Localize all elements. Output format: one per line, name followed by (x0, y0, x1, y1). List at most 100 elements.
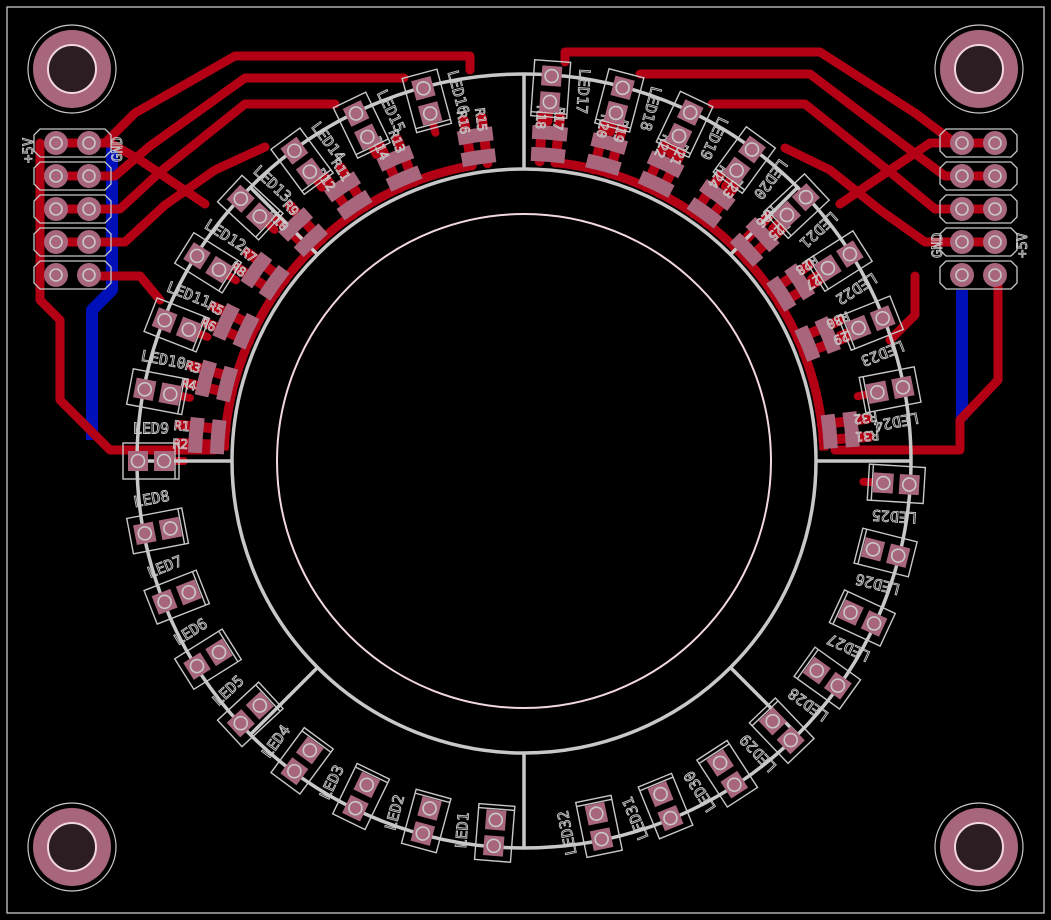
led-outline (712, 125, 777, 195)
header-row (939, 227, 1018, 257)
header-pin-pad (77, 197, 101, 221)
led-pad-hole (287, 763, 302, 779)
led-pad (589, 827, 614, 851)
header-row (33, 194, 112, 224)
header-row (939, 128, 1018, 158)
led-pad (133, 521, 157, 546)
header-pin-hole (988, 136, 1002, 150)
resistor-pad (460, 150, 481, 168)
header-pin-pad (77, 131, 101, 155)
led-pad (584, 801, 609, 826)
header-pin-pad (77, 230, 101, 254)
led-footprint: LED24 (858, 365, 922, 435)
led-pad-hole (615, 80, 630, 96)
header-pin-hole (988, 169, 1002, 183)
header-pin-pad (44, 164, 68, 188)
led-outline (216, 174, 285, 241)
resistor-pad (793, 277, 816, 301)
resistor-pad (600, 157, 622, 176)
arc-bus-left (219, 161, 473, 451)
led-pad-hole (663, 810, 678, 826)
led-pad (791, 183, 821, 212)
led-pad (720, 770, 749, 799)
led-pad-hole (843, 605, 858, 620)
led-pad-hole (779, 207, 795, 223)
resistor-pad (546, 147, 566, 164)
header-row (939, 161, 1018, 191)
inner-ring-outline (276, 213, 772, 709)
led-polarity-mark (639, 776, 674, 792)
top-trace (53, 142, 270, 247)
led-pad (665, 122, 693, 150)
led-pad-hole (544, 68, 559, 84)
header-pin-hole (82, 202, 96, 216)
led-polarity-mark (857, 528, 868, 565)
resistor-pad (757, 229, 780, 253)
led-footprint: LED17 (529, 59, 594, 119)
led-pad-hole (211, 262, 227, 278)
led-polarity-mark (301, 730, 332, 753)
resistor-footprint: R30 (794, 307, 852, 348)
header-pin-hole (82, 268, 96, 282)
led-pad-hole (137, 381, 153, 397)
led-polarity-mark (255, 684, 281, 712)
led-pad (647, 781, 674, 808)
led-pad (860, 610, 888, 637)
resistor-pad (293, 234, 317, 258)
resistor-footprint: R16 (452, 109, 481, 168)
led-outline (695, 739, 759, 809)
led-polarity-mark (191, 316, 207, 351)
resistor-pad (210, 419, 227, 439)
header-outline (33, 260, 112, 290)
resistor-pad (794, 325, 815, 348)
led-pad-hole (842, 246, 858, 262)
led-pad (540, 65, 563, 87)
led-pad-hole (302, 743, 318, 758)
bottom-copper-layer (86, 143, 968, 440)
resistor-pad (376, 151, 399, 172)
header-pin-hole (49, 268, 63, 282)
led-polarity-mark (840, 314, 856, 349)
top-trace (835, 138, 967, 209)
led-outline (400, 788, 452, 854)
led-outline (173, 628, 243, 691)
led-pad (872, 472, 894, 494)
led-outline (574, 794, 624, 859)
header-row (33, 128, 112, 158)
led-outline (837, 295, 905, 352)
led-pad-hole (181, 585, 197, 600)
led-pad-hole (156, 453, 172, 469)
resistor-pad (698, 178, 722, 201)
ring-divider-bottom-left (248, 665, 320, 737)
resistor-label: R6 (198, 316, 218, 336)
led-pad-hole (653, 786, 668, 802)
led-outline (655, 90, 714, 159)
header-pin-pad (950, 263, 974, 287)
led-polarity-mark (415, 118, 451, 130)
led-polarity-mark (751, 700, 779, 727)
header-row (33, 260, 112, 290)
led-pad (205, 638, 233, 667)
resistor-pad (745, 217, 768, 240)
led-outline (637, 772, 694, 840)
ring-divider-bottom-right (728, 665, 800, 737)
mounting-hole-top-left (27, 24, 117, 114)
header-row (939, 194, 1018, 224)
resistor-pad (385, 171, 408, 192)
led-polarity-mark (301, 169, 332, 192)
led-pad (133, 377, 157, 401)
led-polarity-mark (832, 591, 849, 625)
resistor-pad (686, 197, 710, 219)
led-pad (183, 652, 211, 680)
led-outline (529, 59, 572, 119)
led-polarity-mark (657, 137, 691, 155)
led-pad (175, 579, 202, 606)
header-pin-pad (44, 197, 68, 221)
header-pin-hole (988, 202, 1002, 216)
led-pad-hole (157, 594, 172, 610)
led-footprint: LED8 (125, 486, 190, 555)
header-pin-hole (988, 235, 1002, 249)
led-pad-hole (422, 106, 438, 121)
header-outline (939, 194, 1018, 224)
resistor-label: R16 (453, 110, 472, 136)
